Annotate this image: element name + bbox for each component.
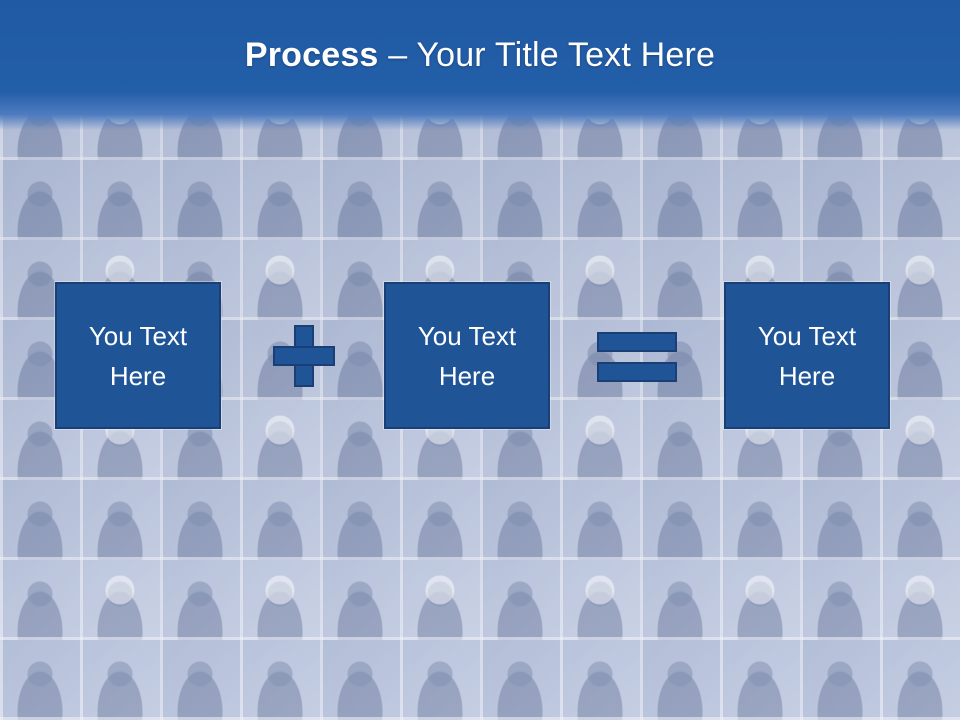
plus-icon	[273, 325, 335, 387]
process-box-2-text: You Text Here	[417, 320, 517, 391]
process-box-3[interactable]: You Text Here	[724, 282, 890, 429]
process-box-2[interactable]: You Text Here	[384, 282, 550, 429]
title-bar: Process – Your Title Text Here	[0, 0, 960, 130]
process-box-1-text: You Text Here	[88, 320, 188, 391]
title-bold: Process	[244, 35, 379, 74]
equals-icon	[597, 332, 677, 382]
process-box-3-text: You Text Here	[757, 320, 857, 391]
title-rest: – Your Title Text Here	[378, 35, 716, 74]
process-box-1[interactable]: You Text Here	[55, 282, 221, 429]
slide-title[interactable]: Process – Your Title Text Here	[245, 36, 715, 75]
